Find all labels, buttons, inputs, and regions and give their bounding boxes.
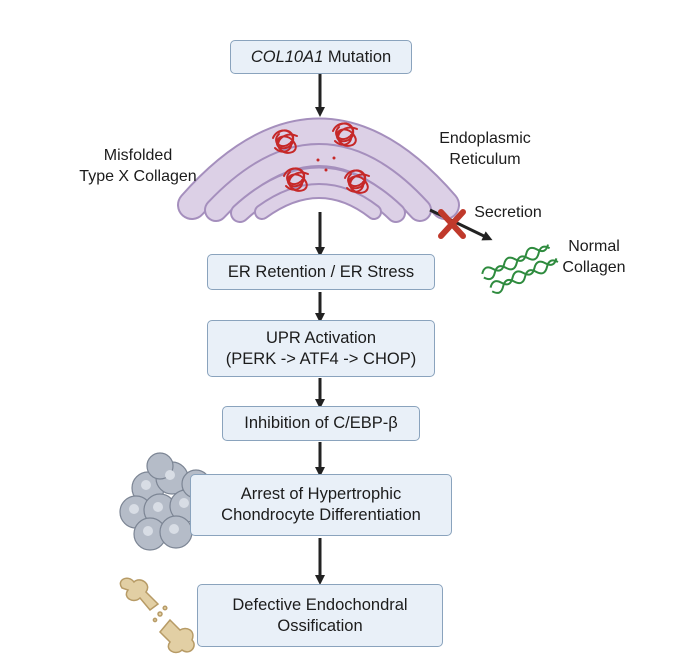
step-text: Inhibition of C/EBP-β <box>244 414 398 432</box>
normal-collagen-icon <box>481 244 559 294</box>
step-box-upr-activation: UPR Activation (PERK -> ATF4 -> CHOP) <box>207 320 435 377</box>
step-text: Chondrocyte Differentiation <box>221 506 421 524</box>
gene-name: COL10A1 <box>250 47 324 66</box>
label-line: Normal <box>568 238 620 255</box>
misfolded-collagen-label: Misfolded Type X Collagen <box>68 145 208 187</box>
endoplasmic-reticulum-label: Endoplasmic Reticulum <box>425 128 545 170</box>
mutation-box: COL10A1 Mutation <box>230 40 412 74</box>
step-text: Ossification <box>277 616 363 635</box>
label-line: Collagen <box>562 259 626 276</box>
broken-bone-icon <box>119 577 195 654</box>
mutation-suffix: Mutation <box>323 47 392 66</box>
label-line: Reticulum <box>449 151 521 168</box>
step-text: Defective Endochondral <box>232 595 408 614</box>
misfolded-collagen-icon <box>272 122 370 194</box>
step-text: ER Retention / ER Stress <box>227 262 415 281</box>
normal-collagen-label: Normal Collagen <box>556 236 632 278</box>
label-line: Type X Collagen <box>79 168 197 185</box>
label-line: Misfolded <box>103 147 173 164</box>
step-box-er-stress: ER Retention / ER Stress <box>207 254 435 290</box>
step-box-cebp-inhibition: Inhibition of C/EBP-β <box>222 406 420 441</box>
step-text: Arrest of Hypertrophic <box>240 485 402 503</box>
label-line: Secretion <box>474 204 542 221</box>
secretion-label: Secretion <box>466 202 550 223</box>
endoplasmic-reticulum-icon <box>177 117 460 223</box>
label-line: Endoplasmic <box>439 130 531 147</box>
mutation-label: COL10A1 Mutation <box>251 47 391 68</box>
step-text: UPR Activation <box>265 328 377 347</box>
step-box-differentiation-arrest: Arrest of Hypertrophic Chondrocyte Diffe… <box>190 474 452 536</box>
step-text: (PERK -> ATF4 -> CHOP) <box>225 349 417 368</box>
step-box-defective-ossification: Defective Endochondral Ossification <box>197 584 443 647</box>
blocked-x-icon <box>438 209 466 239</box>
